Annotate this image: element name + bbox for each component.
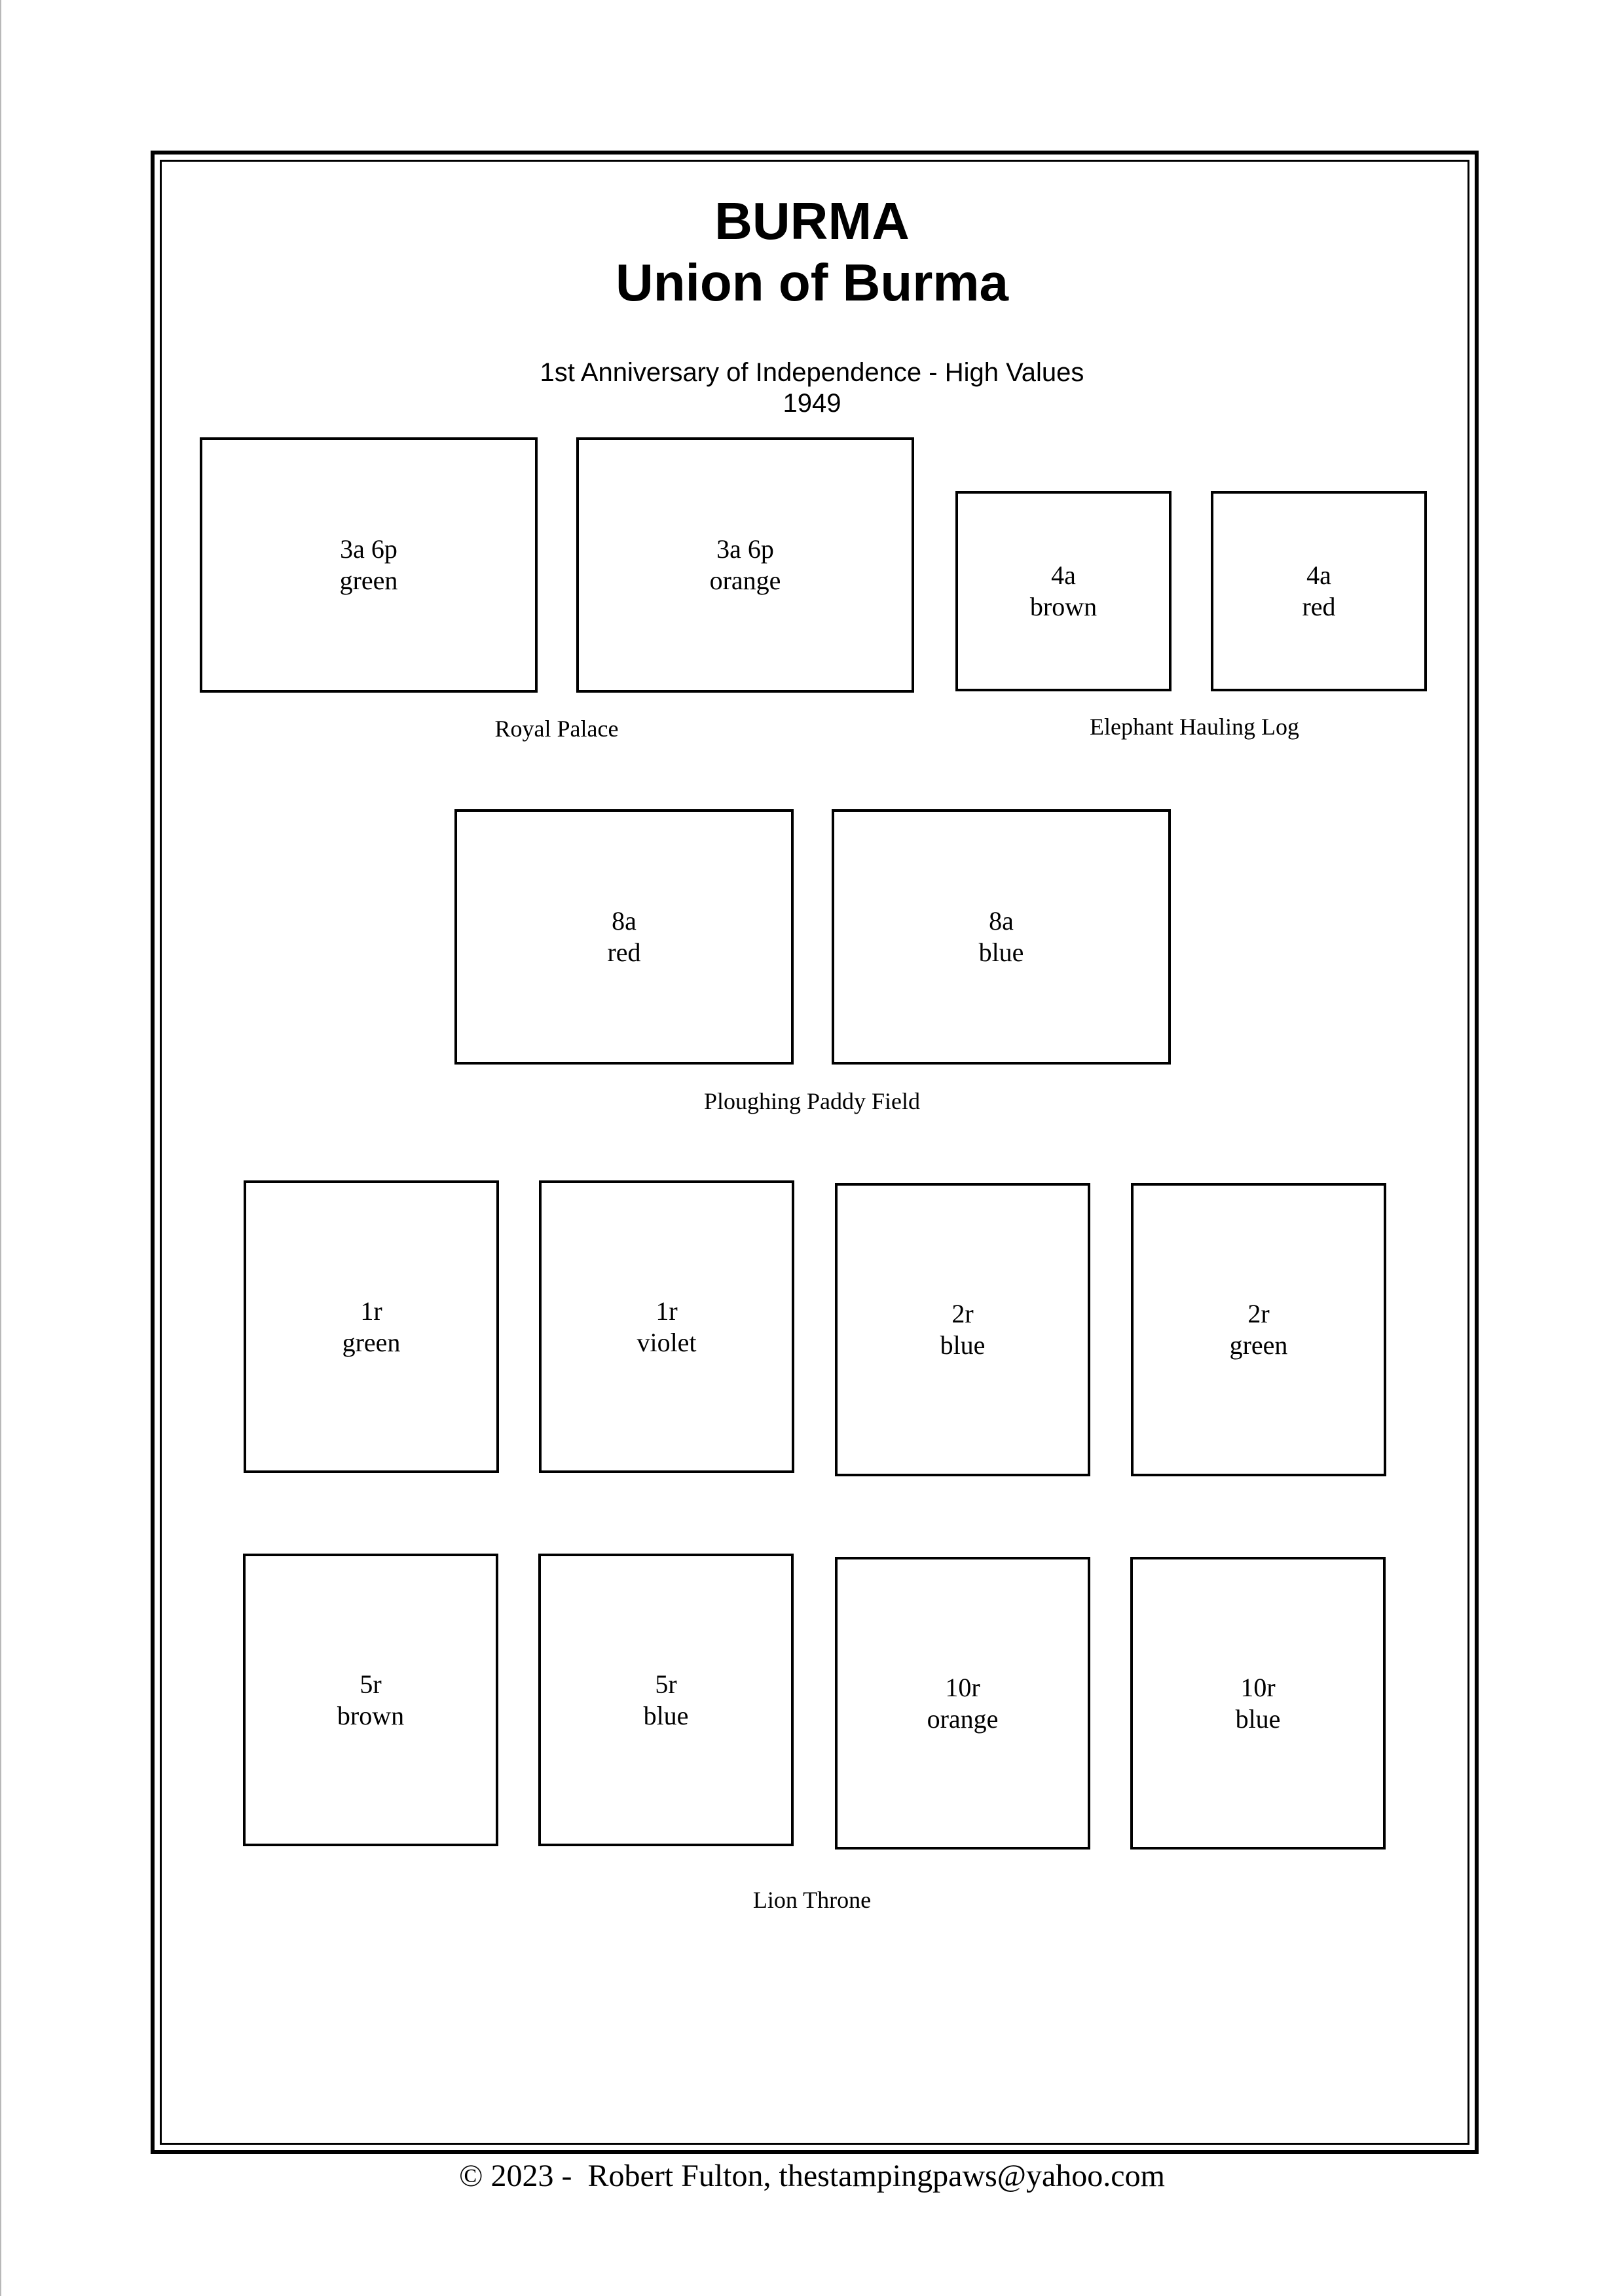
stamp-color: red <box>1302 592 1336 621</box>
stamp-color: orange <box>927 1704 999 1734</box>
stamp-value: 2r <box>951 1299 974 1328</box>
stamp-value: 4a <box>1306 560 1331 590</box>
caption-lion-throne: Lion Throne <box>752 1887 872 1913</box>
issue-title: 1st Anniversary of Independence - High V… <box>540 358 1084 387</box>
stamp-box: 1r violet <box>539 1180 794 1473</box>
stamp-value: 1r <box>655 1296 678 1326</box>
stamp-color: blue <box>1235 1704 1281 1734</box>
caption-elephant-hauling-log: Elephant Hauling Log <box>1090 714 1299 740</box>
stamp-value: 3a 6p <box>340 534 397 564</box>
page-left-edge <box>0 0 1 2296</box>
stamp-color: red <box>607 938 641 967</box>
stamp-color: green <box>1229 1330 1288 1360</box>
stamp-box: 10r blue <box>1130 1557 1386 1850</box>
page-border-inner <box>160 160 1469 2145</box>
stamp-box: 4a red <box>1211 491 1427 691</box>
stamp-value: 2r <box>1247 1299 1270 1328</box>
copyright-footer: © 2023 - Robert Fulton, thestampingpaws@… <box>459 2159 1165 2193</box>
issue-year: 1949 <box>783 389 841 418</box>
stamp-box: 8a red <box>454 809 794 1065</box>
stamp-value: 8a <box>612 906 637 936</box>
stamp-color: blue <box>643 1700 689 1730</box>
stamp-color: violet <box>637 1327 697 1357</box>
stamp-box: 1r green <box>244 1180 499 1473</box>
stamp-value: 5r <box>360 1669 382 1699</box>
stamp-color: green <box>339 566 398 595</box>
stamp-box: 5r brown <box>243 1554 498 1846</box>
stamp-color: orange <box>709 566 781 595</box>
stamp-value: 10r <box>1240 1672 1276 1702</box>
stamp-box: 3a 6p orange <box>576 437 914 693</box>
stamp-value: 1r <box>360 1296 382 1326</box>
caption-royal-palace: Royal Palace <box>494 716 619 742</box>
stamp-color: blue <box>978 938 1024 967</box>
stamp-value: 5r <box>655 1669 677 1699</box>
caption-ploughing-paddy-field: Ploughing Paddy Field <box>703 1088 921 1114</box>
stamp-box: 2r blue <box>835 1183 1090 1476</box>
stamp-color: brown <box>337 1700 405 1730</box>
stamp-value: 8a <box>989 906 1014 936</box>
page-title: BURMA <box>714 192 910 250</box>
stamp-box: 4a brown <box>955 491 1172 691</box>
stamp-color: blue <box>940 1330 986 1360</box>
page-subtitle: Union of Burma <box>616 253 1008 312</box>
stamp-box: 2r green <box>1131 1183 1386 1476</box>
stamp-box: 5r blue <box>538 1554 794 1846</box>
stamp-box: 8a blue <box>832 809 1171 1065</box>
stamp-value: 3a 6p <box>716 534 774 564</box>
stamp-box: 3a 6p green <box>200 437 538 693</box>
stamp-box: 10r orange <box>835 1557 1090 1850</box>
stamp-value: 4a <box>1051 560 1076 590</box>
stamp-value: 10r <box>945 1672 980 1702</box>
stamp-color: green <box>342 1327 401 1357</box>
page-border-outer <box>151 151 1479 2154</box>
stamp-color: brown <box>1029 592 1098 621</box>
